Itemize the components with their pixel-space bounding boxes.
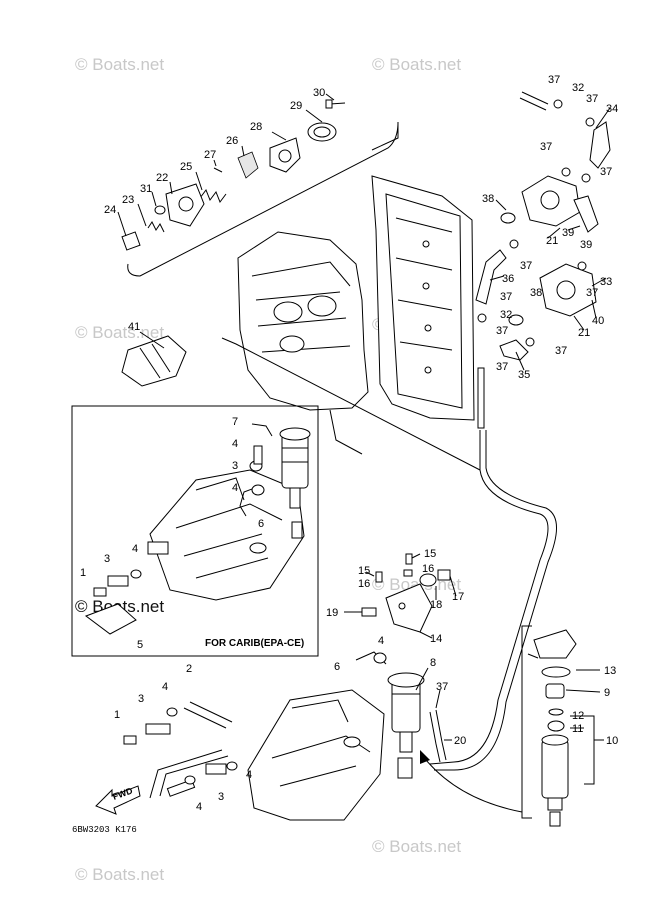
callout-16-a: 16 [358, 578, 370, 590]
callout-37-j: 37 [496, 361, 508, 373]
fuel-line [221, 337, 557, 771]
callout-31: 31 [140, 183, 152, 195]
watermark-top-left: © Boats.net [75, 55, 164, 74]
carb-inset-caption: FOR CARIB(EPA-CE) [205, 638, 304, 649]
callout-39-b: 39 [580, 239, 592, 251]
callout-3-d: 3 [218, 791, 224, 803]
callout-4-a: 4 [232, 438, 238, 450]
callout-37-a: 37 [548, 74, 560, 86]
pump-assembly-parts [121, 99, 346, 251]
filter-exploded-parts [521, 625, 604, 827]
callout-33: 33 [600, 276, 612, 288]
callout-8: 8 [430, 657, 436, 669]
callout-37-f: 37 [586, 287, 598, 299]
callout-28: 28 [250, 121, 262, 133]
callout-21-a: 21 [546, 235, 558, 247]
callout-40: 40 [592, 315, 604, 327]
callout-4-e: 4 [162, 681, 168, 693]
callout-16-b: 16 [422, 563, 434, 575]
callout-37-d: 37 [600, 166, 612, 178]
callout-4-c: 4 [132, 543, 138, 555]
diagram-code: 6BW3203 K176 [72, 825, 137, 835]
callout-13: 13 [604, 665, 616, 677]
callout-4-d: 4 [378, 635, 384, 647]
callout-4-f: 4 [246, 769, 252, 781]
callout-17: 17 [452, 591, 464, 603]
callout-6-a: 6 [258, 518, 264, 530]
callout-24: 24 [104, 204, 116, 216]
callout-27: 27 [204, 149, 216, 161]
callout-4-g: 4 [196, 801, 202, 813]
fwd-arrow: FWD [95, 785, 141, 815]
callout-3-a: 3 [232, 460, 238, 472]
callout-32-a: 32 [572, 82, 584, 94]
callout-3-c: 3 [138, 693, 144, 705]
callout-10: 10 [606, 735, 618, 747]
callout-14: 14 [430, 633, 442, 645]
callout-15-a: 15 [358, 565, 370, 577]
leader-lines [117, 93, 611, 741]
callout-2: 2 [186, 663, 192, 675]
callout-19: 19 [326, 607, 338, 619]
callout-15-b: 15 [424, 548, 436, 560]
callout-38-a: 38 [482, 193, 494, 205]
callout-labels: 30 29 28 26 27 25 22 31 23 24 37 32 37 3… [80, 74, 618, 813]
callout-41: 41 [128, 321, 140, 333]
callout-37-g: 37 [500, 291, 512, 303]
carb-inset-box: FOR CARIB(EPA-CE) [71, 405, 319, 657]
watermark-bottom-left: © Boats.net [75, 865, 164, 884]
callout-36: 36 [502, 273, 514, 285]
callout-18: 18 [430, 599, 442, 611]
callout-7: 7 [232, 416, 238, 428]
engine-block [237, 231, 369, 455]
callout-37-k: 37 [436, 681, 448, 693]
callout-22: 22 [156, 172, 168, 184]
center-filter-assembly [355, 553, 451, 779]
watermark-bottom-right: © Boats.net [372, 837, 461, 856]
callout-6-b: 6 [334, 661, 340, 673]
pump-assembly-bracket [127, 121, 399, 277]
callout-39-a: 39 [562, 227, 574, 239]
part-41-bag [121, 335, 187, 387]
callout-30: 30 [313, 87, 325, 99]
callout-26: 26 [226, 135, 238, 147]
callout-37-h: 37 [496, 325, 508, 337]
callout-20: 20 [454, 735, 466, 747]
callout-34: 34 [606, 103, 618, 115]
lower-unit-bottom [123, 689, 523, 821]
callout-5: 5 [137, 639, 143, 651]
callout-29: 29 [290, 100, 302, 112]
callout-12: 12 [572, 710, 584, 722]
watermark-mid-left: © Boats.net [75, 323, 164, 342]
callout-11: 11 [572, 723, 583, 735]
callout-25: 25 [180, 161, 192, 173]
callout-37-b: 37 [586, 93, 598, 105]
callout-38-b: 38 [530, 287, 542, 299]
cylinder-cover [371, 175, 475, 421]
fuel-pumps-right [475, 91, 611, 361]
callout-37-c: 37 [540, 141, 552, 153]
callout-21-b: 21 [578, 327, 590, 339]
callout-1-b: 1 [114, 709, 120, 721]
callout-1-a: 1 [80, 567, 86, 579]
callout-23: 23 [122, 194, 134, 206]
watermark-top-right: © Boats.net [372, 55, 461, 74]
callout-37-e: 37 [520, 260, 532, 272]
callout-32-b: 32 [500, 309, 512, 321]
callout-4-b: 4 [232, 482, 238, 494]
callout-35: 35 [518, 369, 530, 381]
callout-9: 9 [604, 687, 610, 699]
callout-3-b: 3 [104, 553, 110, 565]
callout-37-i: 37 [555, 345, 567, 357]
